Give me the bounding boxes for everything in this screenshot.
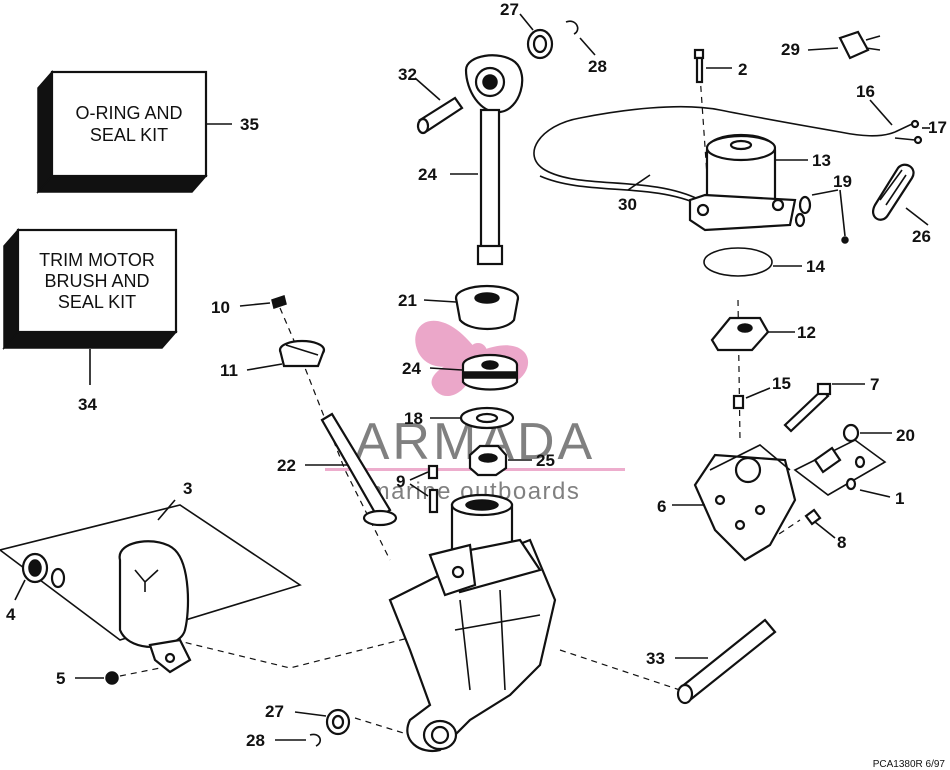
- drawing-code: PCA1380R 6/97: [873, 759, 946, 770]
- callout-17: 17: [928, 118, 947, 137]
- callout-26: 26: [912, 227, 931, 246]
- callout-22: 22: [277, 456, 296, 475]
- part-1-valve-kit: [793, 439, 887, 496]
- callout-29: 30: [618, 195, 637, 214]
- trim-cylinder-housing: [388, 493, 557, 753]
- callout-30: 29: [781, 40, 800, 59]
- callout-3: 3: [183, 479, 192, 498]
- callout-11: 11: [220, 361, 238, 380]
- callout-19: 19: [833, 172, 852, 191]
- part-28-clip-bottom: [309, 733, 322, 747]
- oring-seal-kit-box: O-RING AND SEAL KIT: [36, 70, 208, 194]
- part-33-pin: [676, 618, 777, 705]
- callout-23: 24: [418, 165, 437, 184]
- trim-motor-brush-seal-kit-box: TRIM MOTOR BRUSH AND SEAL KIT: [2, 228, 178, 350]
- callout-4: 4: [6, 605, 16, 624]
- part-13-trim-motor: [688, 134, 797, 232]
- part-29-wire-harness: [533, 105, 896, 206]
- part-26-hose: [872, 163, 915, 221]
- callout-25: 25: [536, 451, 555, 470]
- part-27-bushing-top: [526, 28, 554, 60]
- callout-7: 7: [870, 375, 879, 394]
- part-12-cover: [710, 316, 770, 352]
- part-30-connector: [838, 30, 881, 60]
- callout-16: 16: [856, 82, 875, 101]
- trim-kit-line1: TRIM MOTOR: [39, 250, 155, 270]
- callout-6: 6: [657, 497, 666, 516]
- callout-32: 32: [398, 65, 417, 84]
- part-11-valve: [278, 339, 326, 368]
- callout-28-top: 28: [588, 57, 607, 76]
- callout-12: 12: [797, 323, 816, 342]
- part-4-fitting: [21, 552, 66, 589]
- part-10-screw: [271, 295, 287, 309]
- part-16-17-terminals: [894, 119, 923, 145]
- callout-21: 21: [398, 291, 417, 310]
- part-5-screw: [105, 671, 119, 685]
- trim-kit-line2: BRUSH AND: [44, 271, 149, 291]
- part-20-plug: [842, 423, 860, 443]
- part-24-seal: [461, 353, 519, 391]
- part-8-screw: [804, 508, 822, 526]
- callout-15: 15: [772, 374, 791, 393]
- part-22-tube: [320, 412, 398, 527]
- callout-18: 18: [404, 409, 423, 428]
- callout-5: 5: [56, 669, 65, 688]
- part-3-reservoir: [118, 540, 192, 674]
- part-7-bolt: [783, 382, 832, 433]
- oring-kit-line2: SEAL KIT: [90, 125, 168, 145]
- callout-10: 10: [211, 298, 230, 317]
- part-6-pump-body: [693, 444, 797, 562]
- part-23-trim-rod: [464, 54, 524, 266]
- callout-35: 35: [240, 115, 259, 134]
- callout-27-bottom: 27: [265, 702, 284, 721]
- callout-13: 13: [812, 151, 831, 170]
- reservoir-plane: [0, 504, 302, 641]
- part-25-nut: [468, 444, 508, 477]
- callout-28-bottom: 28: [246, 731, 265, 750]
- part-32-pin: [416, 96, 464, 135]
- callout-34: 34: [78, 395, 97, 414]
- part-14-oring: [703, 247, 773, 277]
- callout-27-top: 27: [500, 0, 519, 19]
- part-18-washer: [459, 406, 515, 430]
- trim-kit-line3: SEAL KIT: [58, 292, 136, 312]
- callout-14: 14: [806, 257, 825, 276]
- part-15-cap: [732, 394, 745, 410]
- callout-1: 1: [895, 489, 904, 508]
- part-28-clip-top: [565, 20, 579, 35]
- callout-20: 20: [896, 426, 915, 445]
- callout-8: 8: [837, 533, 846, 552]
- callout-24: 24: [402, 359, 421, 378]
- part-2-screw: [693, 48, 705, 84]
- part-19-screws: [794, 195, 849, 244]
- part-21-piston: [454, 284, 520, 330]
- callout-2: 2: [738, 60, 747, 79]
- callout-33: 33: [646, 649, 665, 668]
- part-27-bushing-bottom: [325, 708, 351, 736]
- part-9-screws: [427, 464, 439, 514]
- oring-kit-line1: O-RING AND: [75, 103, 182, 123]
- callout-9: 9: [396, 472, 405, 491]
